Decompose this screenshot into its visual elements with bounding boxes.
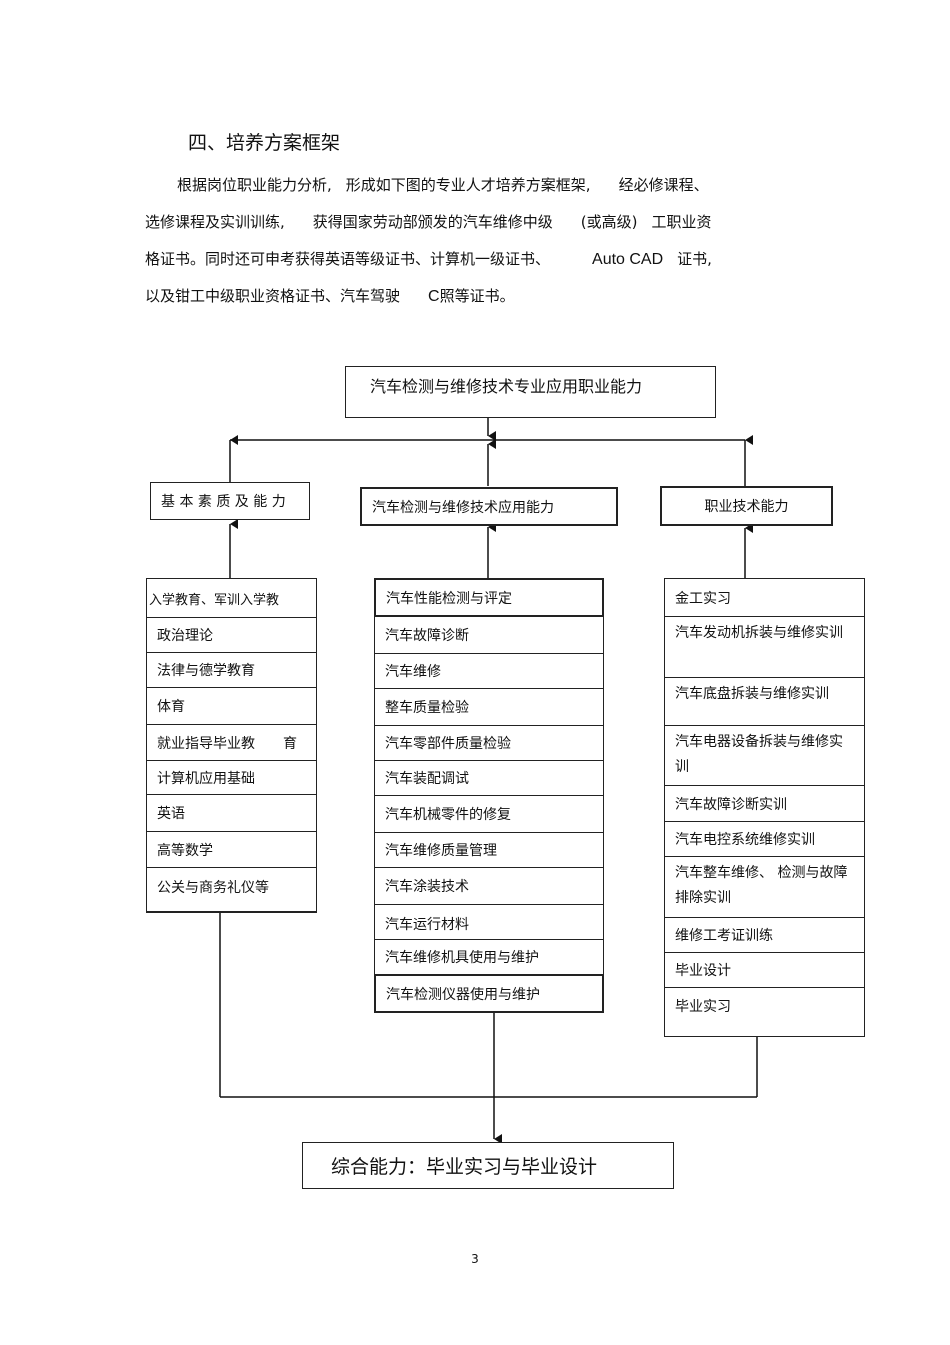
comprehensive-ability-title: 综合能力：毕业实习与毕业设计 <box>331 1156 598 1178</box>
top-ability-box: 汽车检测与维修技术专业应用职业能力 <box>345 366 716 418</box>
intro-text: (或高级) <box>580 213 638 231</box>
intro-line-3: 格证书。同时还可申考获得英语等级证书、计算机一级证书、 Auto CAD 证书, <box>145 244 825 281</box>
intro-text: 工职业资 <box>651 213 712 231</box>
list-item: 政治理论 <box>146 617 317 653</box>
intro-text: 格证书。同时还可申考获得英语等级证书、计算机一级证书、 <box>145 250 551 268</box>
list-item: 英语 <box>146 794 317 832</box>
list-item: 汽车电器设备拆装与维修实训 <box>664 725 865 786</box>
list-item: 毕业设计 <box>664 952 865 988</box>
list-item: 汽车维修机具使用与维护 <box>374 939 604 975</box>
list-item: 金工实习 <box>664 578 865 617</box>
page-number: 3 <box>471 1252 479 1266</box>
comprehensive-ability-box: 综合能力：毕业实习与毕业设计 <box>302 1142 674 1189</box>
list-item: 高等数学 <box>146 831 317 868</box>
application-ability-title: 汽车检测与维修技术应用能力 <box>372 499 554 516</box>
intro-text: 形成如下图的专业人才培养方案框架, <box>345 176 591 194</box>
application-ability-box: 汽车检测与维修技术应用能力 <box>360 487 618 526</box>
section-heading: 四、培养方案框架 <box>188 132 341 154</box>
list-item: 就业指导毕业教 育 <box>146 724 317 761</box>
basic-quality-title: 基 本 素 质 及 能 力 <box>161 494 286 510</box>
intro-text: 以及钳工中级职业资格证书、汽车驾驶 <box>145 287 401 305</box>
list-item: 汽车零部件质量检验 <box>374 725 604 761</box>
list-item: 汽车运行材料 <box>374 904 604 940</box>
list-item: 汽车故障诊断 <box>374 616 604 654</box>
list-item: 汽车底盘拆装与维修实训 <box>664 677 865 726</box>
list-item: 汽车发动机拆装与维修实训 <box>664 616 865 678</box>
professional-skill-box: 职业技术能力 <box>660 486 833 526</box>
list-item: 法律与德学教育 <box>146 652 317 688</box>
intro-line-1: 根据岗位职业能力分析, 形成如下图的专业人才培养方案框架, 经必修课程、 <box>145 170 825 207</box>
intro-text: 选修课程及实训训练, <box>145 213 285 231</box>
intro-text: 照等证书。 <box>439 287 515 305</box>
list-item: 汽车维修质量管理 <box>374 832 604 868</box>
professional-skill-title: 职业技术能力 <box>704 499 789 515</box>
list-item: 汽车维修 <box>374 653 604 689</box>
intro-text: 证书, <box>677 250 712 268</box>
list-item: 维修工考证训练 <box>664 917 865 953</box>
intro-text: 经必修课程、 <box>618 176 709 194</box>
list-item: 公关与商务礼仪等 <box>146 867 317 913</box>
list-item: 汽车装配调试 <box>374 760 604 796</box>
list-item: 汽车涂装技术 <box>374 867 604 905</box>
list-item: 汽车整车维修、 检测与故障排除实训 <box>664 856 865 918</box>
top-ability-title: 汽车检测与维修技术专业应用职业能力 <box>370 377 643 396</box>
list-item: 体育 <box>146 687 317 725</box>
intro-text: C <box>428 288 440 305</box>
list-item: 毕业实习 <box>664 987 865 1037</box>
list-item: 入学教育、军训入学教 <box>146 578 317 618</box>
list-item: 汽车机械零件的修复 <box>374 795 604 833</box>
list-item: 汽车电控系统维修实训 <box>664 821 865 857</box>
list-item: 汽车故障诊断实训 <box>664 785 865 822</box>
intro-line-4: 以及钳工中级职业资格证书、汽车驾驶 C照等证书。 <box>145 281 825 318</box>
intro-text: 根据岗位职业能力分析, <box>177 176 332 194</box>
list-item: 汽车检测仪器使用与维护 <box>374 974 604 1013</box>
intro-line-2: 选修课程及实训训练, 获得国家劳动部颁发的汽车维修中级 (或高级) 工职业资 <box>145 207 825 244</box>
list-item: 汽车性能检测与评定 <box>374 578 604 617</box>
basic-quality-box: 基 本 素 质 及 能 力 <box>150 482 310 520</box>
intro-paragraph: 根据岗位职业能力分析, 形成如下图的专业人才培养方案框架, 经必修课程、 选修课程及… <box>145 170 825 318</box>
list-item: 整车质量检验 <box>374 688 604 726</box>
intro-text: 获得国家劳动部颁发的汽车维修中级 <box>312 213 553 231</box>
list-item: 计算机应用基础 <box>146 760 317 795</box>
intro-text: Auto CAD <box>592 251 664 268</box>
